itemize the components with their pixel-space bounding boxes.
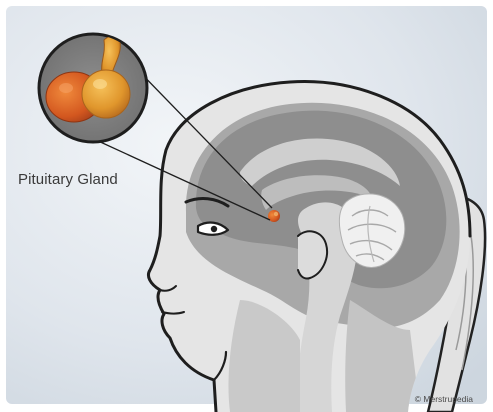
pituitary-gland-label: Pituitary Gland — [18, 171, 118, 188]
zoom-inset — [39, 34, 147, 142]
copyright-credit: © Merstrupedia — [415, 394, 473, 404]
